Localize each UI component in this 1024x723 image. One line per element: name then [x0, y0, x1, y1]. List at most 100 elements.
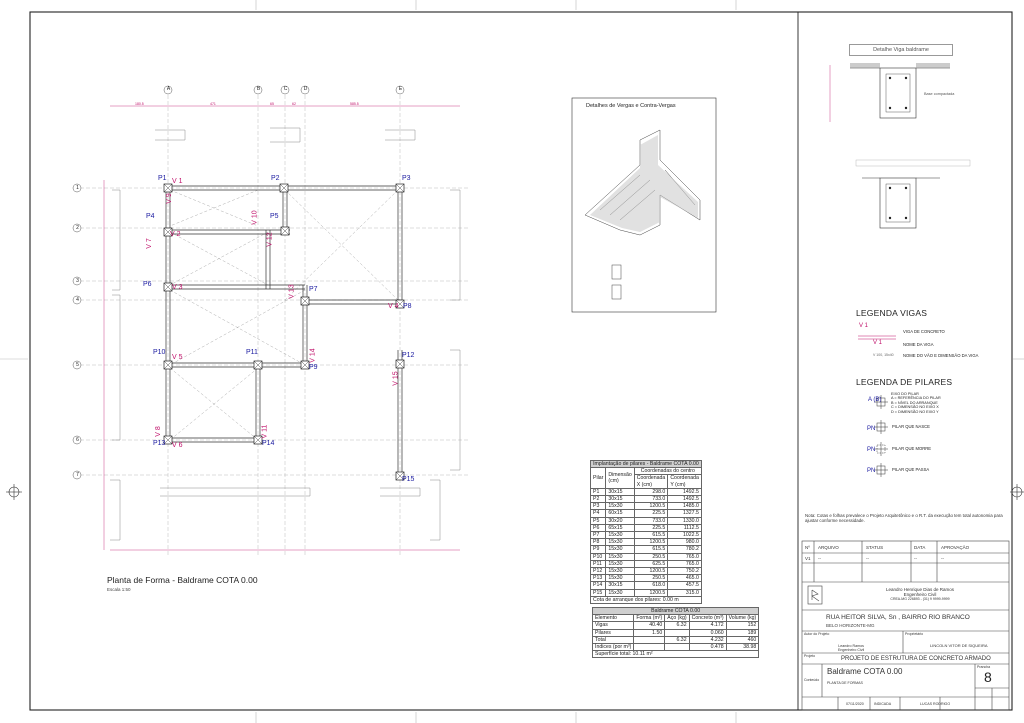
pillar-table-cell: 750.2 [667, 567, 702, 576]
materials-table-cell: 189 [725, 628, 760, 637]
author-name: Leandro Ramos [838, 644, 864, 648]
pillar-table-cell: 980.0 [667, 538, 702, 547]
drawing-scale: INDICADA [874, 702, 892, 706]
svg-text:62: 62 [292, 102, 296, 106]
pillar-table-header: Coordenada X (cm) [633, 474, 669, 489]
pillar-table-cell: P14 [589, 581, 607, 590]
company-role: Engenheiro Civil [903, 592, 937, 597]
pillar-table-cell: 250.5 [633, 574, 669, 583]
svg-text:180.5: 180.5 [135, 102, 144, 106]
axis-label-4: 4 [76, 297, 79, 303]
drawn-by: LUCAS RODRIGO [920, 702, 951, 706]
axis-label-d: D [303, 86, 308, 92]
pillar-table-cell: 1327.5 [667, 509, 702, 518]
legend-beams-title: LEGENDA VIGAS [856, 308, 928, 318]
pillar-table-cell: 15x30 [605, 559, 635, 569]
materials-table-footer: Superfície total: 10.11 m² [591, 650, 760, 659]
pillar-label-p2: P2 [271, 175, 280, 182]
content-subtitle: PLANTA DE FORMAS [827, 681, 863, 685]
pillar-table-cell: 618.0 [633, 581, 669, 590]
axis-label-6: 6 [76, 437, 79, 443]
legend-beam-symbol: V 1 [859, 323, 869, 329]
pillar-table-cell: 1200.5 [633, 502, 669, 511]
pillar-table-cell: 1492.5 [667, 487, 702, 497]
viga-detail-title: Detalhe Viga baldrame [849, 44, 953, 56]
plan-scale: Escala 1:50 [107, 587, 131, 592]
legend-beam-text: VIGA DE CONCRETO [903, 329, 945, 334]
pillar-table-cell: 465.0 [667, 574, 702, 583]
materials-table-cell [633, 643, 666, 652]
site-address: RUA HEITOR SILVA, Sn , BAIRRO RIO BRANCO [826, 614, 970, 621]
pillar-table-cell: 15x30 [605, 531, 635, 540]
pillar-table-cell: P11 [589, 559, 607, 569]
pillar-table-footer: Cota de arranque dos pilares: 0.00 m [590, 595, 702, 605]
pillar-label-p10: P10 [153, 349, 166, 356]
pillar-label-p6: P6 [143, 281, 152, 288]
pillar-table-cell: 1200.5 [633, 567, 669, 576]
legend-passa-text: PILAR QUE PASSA [892, 467, 930, 472]
pillar-label-p3: P3 [402, 175, 411, 182]
beam-label-v9: V 9 [165, 193, 173, 204]
axis-label-b: B [256, 86, 261, 92]
svg-text:585.5: 585.5 [350, 102, 359, 106]
materials-table-cell: 0.478 [688, 643, 727, 652]
pillar-label-p15: P15 [402, 476, 415, 483]
pillar-table-cell: 225.5 [633, 523, 669, 533]
content-title: Baldrame COTA 0.00 [827, 667, 903, 676]
pillar-table-cell: P2 [589, 495, 607, 504]
materials-table-header: Elemento [591, 614, 635, 623]
pillar-table-cell: P13 [589, 574, 607, 583]
rev-header-status: STATUS [866, 545, 884, 550]
project-note: Nota: Cotas e folhas prevalece o Projeto… [805, 513, 1003, 523]
pillar-label-p11: P11 [246, 349, 258, 356]
pillar-table-cell: P9 [589, 545, 607, 554]
materials-table-cell: 4.232 [688, 635, 727, 645]
pillar-table-cell: 65x15 [605, 523, 635, 533]
beam-label-v2: V 2 [170, 231, 181, 238]
pillar-table-cell: 30x15 [605, 487, 635, 497]
beam-label-v11: V 11 [261, 424, 269, 439]
content-label: Conteúdo [804, 678, 820, 682]
materials-table-cell [633, 635, 666, 645]
svg-text:65: 65 [270, 102, 274, 106]
site-city: BELO HORIZONTE-MG [826, 623, 875, 628]
author-block: Leandro Ramos Engenheiro Civil [838, 644, 864, 652]
legend-pillar-line: A = REFERÊNCIA DO PILAR [891, 396, 941, 401]
project-name: PROJETO DE ESTRUTURA DE CONCRETO ARMADO [841, 656, 991, 662]
pillar-table-cell: P5 [589, 516, 607, 525]
pillar-table-cell: 615.5 [633, 545, 669, 554]
pillar-table-cell: P12 [589, 567, 607, 576]
pillar-table-header: Dimensão (cm) [605, 467, 635, 489]
pillar-table-cell: 1492.5 [667, 495, 702, 504]
legend-pillar-line: B = NÍVEL DO ARRANQUE [891, 400, 938, 405]
beam-label-v7: V 7 [145, 238, 153, 249]
pillar-table-cell: 15x30 [605, 588, 635, 597]
viga-detail-soil: Base compactada [924, 92, 955, 96]
author-role: Engenheiro Civil [838, 648, 865, 652]
pillar-table-cell: P4 [589, 509, 607, 518]
owner-name: LINCOLN VITOR DE SIQUEIRA [930, 643, 988, 648]
rev-header-approval: APROVAÇÃO [941, 545, 970, 550]
pillar-table-cell: P6 [589, 523, 607, 533]
legend-pillar-line: EIXO DO PILAR [891, 392, 919, 396]
company-name: Leandro Henrique Dias de Ramos [885, 587, 955, 592]
beam-label-v3: V 3 [172, 284, 183, 291]
legend-nasce-text: PILAR QUE NASCE [892, 424, 930, 429]
registration-mark-right [1010, 484, 1024, 500]
pillar-table-cell: 30x20 [605, 516, 635, 525]
pillar-table-group: Coordenadas do centro [633, 467, 702, 476]
axis-label-5: 5 [76, 362, 79, 368]
legend-pn-morre: PN [867, 447, 876, 453]
pillar-table-cell: 315.0 [667, 588, 702, 597]
pillar-table-title: Implantação de pilares - Baldrame COTA 0… [590, 459, 702, 469]
pillar-table-cell: P10 [589, 552, 607, 561]
beam-label-v8: V 8 [154, 426, 162, 437]
pillar-label-p7: P7 [309, 286, 318, 293]
